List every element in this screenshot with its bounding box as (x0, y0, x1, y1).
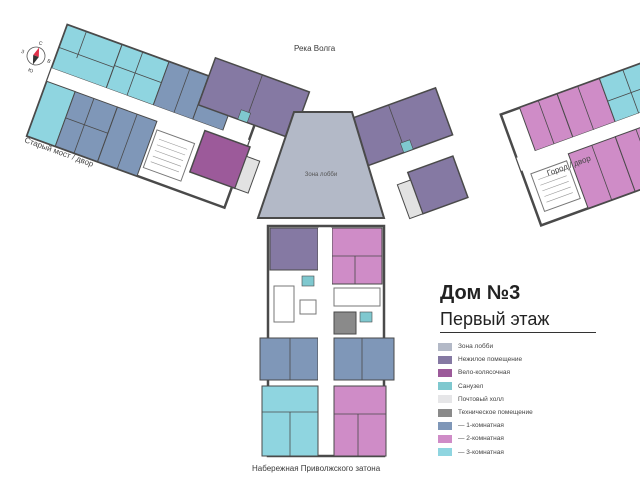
apartment-1-room (333, 337, 395, 381)
legend-item: Техническое помещение (438, 406, 598, 419)
legend-item: Почтовый холл (438, 393, 598, 406)
legend-label: Зона лобби (458, 343, 494, 351)
lobby-zone (256, 111, 386, 219)
legend-item: Нежилое помещение (438, 353, 598, 366)
lobby-label: Зона лобби (305, 172, 337, 178)
compass-w: З (20, 49, 25, 56)
legend-swatch (438, 355, 452, 364)
nonresidential-room (269, 227, 319, 271)
wc-room (301, 275, 315, 287)
legend-item: — 1-комнатная (438, 419, 598, 432)
tech-room (333, 311, 357, 335)
corridor (516, 87, 640, 171)
stairs (333, 287, 381, 307)
page-title: Дом №3 (440, 282, 521, 304)
stairs (273, 285, 295, 323)
legend-swatch (438, 448, 452, 457)
right-inner (340, 86, 469, 220)
legend-label: — 3-комнатная (458, 448, 504, 456)
legend-swatch (438, 342, 452, 351)
legend-item: — 2-комнатная (438, 432, 598, 445)
wc-room (237, 109, 251, 123)
legend-swatch (438, 434, 452, 443)
title-divider (440, 332, 596, 333)
legend-item: Вело-колясочная (438, 366, 598, 379)
legend-item: Санузел (438, 380, 598, 393)
legend-label: Нежилое помещение (458, 356, 523, 364)
legend-swatch (438, 382, 452, 391)
apartment-3-room (598, 59, 640, 123)
label-top: Река Волга (294, 44, 336, 53)
left-inner (188, 56, 311, 194)
apartment-1-room (259, 337, 319, 381)
compass-s: Ю (27, 67, 34, 74)
tech-room (396, 179, 424, 220)
legend-item: — 3-комнатная (438, 446, 598, 459)
legend-label: Санузел (458, 382, 484, 390)
corridor (318, 228, 332, 454)
compass-e: В (46, 58, 52, 65)
wc-room (399, 139, 414, 154)
legend-swatch (438, 421, 452, 430)
elevator (299, 299, 317, 315)
legend-swatch (438, 408, 452, 417)
right-wing (499, 42, 640, 228)
compass-n: С (38, 40, 44, 47)
compass-north-arrow-icon (33, 47, 40, 58)
wc-room (359, 311, 373, 323)
label-bottom: Набережная Приволжского затона (252, 464, 381, 473)
apartment-2-room (333, 385, 387, 457)
legend-label: Почтовый холл (458, 395, 504, 403)
page-subtitle: Первый этаж (440, 309, 550, 329)
legend-swatch (438, 368, 452, 377)
corridor (46, 68, 250, 154)
compass-south-arrow-icon (32, 54, 39, 65)
legend-label: — 2-комнатная (458, 435, 504, 443)
legend-label: — 1-комнатная (458, 422, 504, 430)
compass: С Ю З В (20, 40, 52, 74)
legend-label: Техническое помещение (458, 409, 533, 417)
south-wing (259, 224, 395, 458)
legend-label: Вело-колясочная (458, 369, 510, 377)
legend-item: Зона лобби (438, 340, 598, 353)
tech-room (234, 155, 261, 194)
legend-swatch (438, 395, 452, 404)
apartment-2-room (614, 120, 640, 192)
